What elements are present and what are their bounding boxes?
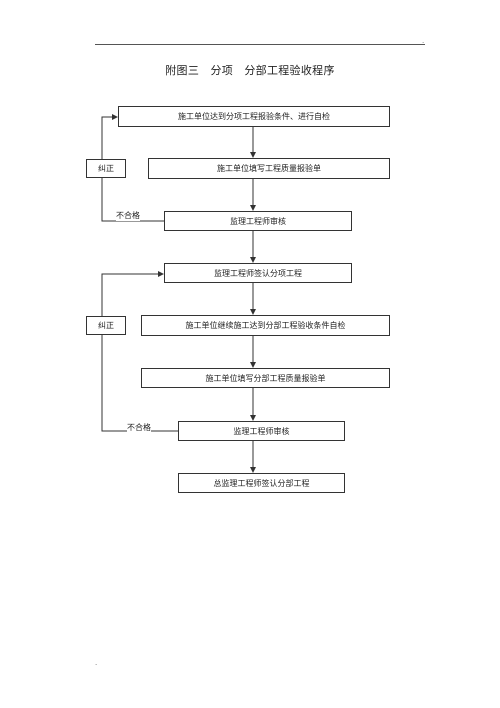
header-dot: .	[422, 37, 425, 45]
page-title: 附图三 分项 分部工程验收程序	[165, 64, 335, 77]
step-chief-sign-division: 总监理工程师签认分部工程	[178, 473, 345, 493]
fail-label-2: 不合格	[127, 422, 151, 433]
step-self-check: 施工单位达到分项工程报验条件、进行自检	[118, 106, 390, 127]
step-continue-construction: 施工单位继续施工达到分部工程验收条件自检	[141, 315, 390, 336]
correction-box-1: 纠正	[86, 159, 126, 178]
step-supervisor-review-2: 监理工程师审核	[178, 421, 345, 441]
correction-box-2: 纠正	[86, 316, 126, 335]
step-supervisor-review-1: 监理工程师审核	[164, 211, 352, 231]
fail-label-1: 不合格	[116, 210, 140, 221]
header-rule	[95, 44, 425, 45]
step-division-report: 施工单位填写分部工程质量报验单	[141, 368, 390, 388]
loop-2-line	[101, 271, 178, 432]
step-quality-report: 施工单位填写工程质量报验单	[148, 158, 390, 179]
footer-dot: .	[95, 659, 98, 667]
step-sign-subitem: 监理工程师签认分项工程	[164, 263, 352, 283]
